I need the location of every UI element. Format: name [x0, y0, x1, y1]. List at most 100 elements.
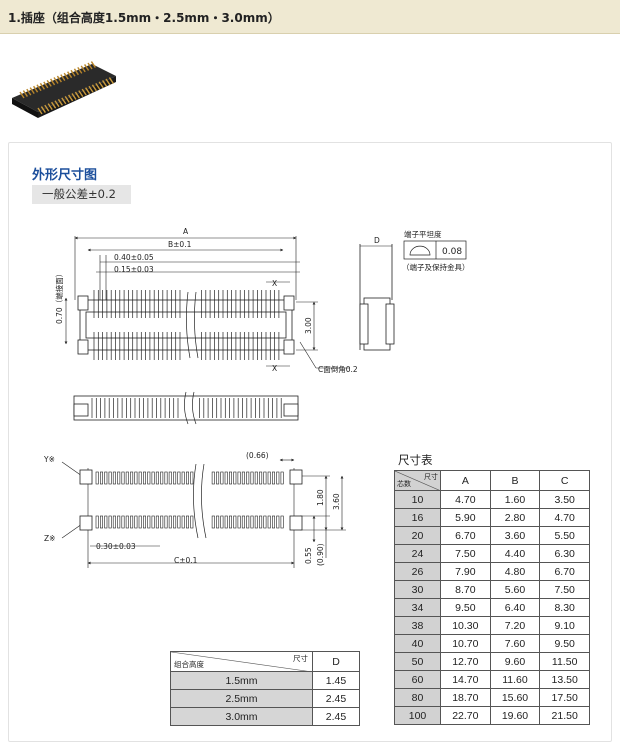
footprint-pad: [147, 471, 151, 485]
pin-stroke: [36, 84, 42, 92]
footprint-pad: [246, 515, 250, 529]
pin-stroke: [80, 65, 86, 73]
pin-stroke: [40, 106, 46, 113]
pin-count-cell: 26: [394, 562, 441, 581]
pin-stroke: [73, 68, 79, 76]
footprint-view: [79, 469, 303, 531]
pin-stroke: [22, 90, 28, 97]
pin-stroke: [87, 62, 93, 70]
footprint-pad: [216, 471, 220, 485]
size-cell: 6.30: [539, 544, 590, 563]
pin-stroke: [56, 75, 62, 83]
pin-stroke: [63, 72, 69, 80]
footprint-pad: [220, 515, 224, 529]
footprint-pad: [164, 471, 168, 485]
footprint-pad: [125, 515, 129, 529]
label-Z: Z※: [44, 534, 55, 543]
size-cell: 4.80: [489, 562, 541, 581]
pin-count-cell: 10: [394, 490, 441, 509]
size-cell: 19.60: [489, 706, 541, 725]
pin-stroke: [84, 64, 90, 71]
footprint-pad: [250, 471, 254, 485]
connector-photo: [12, 61, 116, 118]
dim-D: D: [374, 236, 380, 245]
size-cell: 4.70: [440, 490, 491, 509]
size-cell: 5.60: [489, 580, 541, 599]
pin-count-cell: 20: [394, 526, 441, 545]
footprint-pad: [168, 471, 172, 485]
pin-stroke: [46, 80, 52, 87]
footprint-pad: [121, 515, 125, 529]
pin-stroke: [98, 81, 104, 89]
dim-360: 3.60: [332, 493, 341, 510]
size-cell: 10.30: [440, 616, 491, 635]
footprint-pad: [259, 471, 263, 485]
size-cell: 7.20: [489, 616, 541, 635]
footprint-pad: [108, 515, 112, 529]
size-cell: 7.50: [440, 544, 491, 563]
footprint-pad: [168, 515, 172, 529]
footprint-pad: [151, 471, 155, 485]
footprint-pad: [151, 515, 155, 529]
pin-stroke: [50, 78, 56, 86]
section-x-top: X: [272, 279, 277, 288]
height-cell: 2.5mm: [170, 689, 313, 708]
size-cell: 6.70: [440, 526, 491, 545]
d-table-header: D: [312, 651, 360, 672]
size-cell: 18.70: [440, 688, 491, 707]
pin-stroke: [67, 71, 73, 79]
dim-B: B±0.1: [168, 240, 192, 249]
pin-stroke: [70, 69, 76, 77]
footprint-pad: [224, 515, 228, 529]
footprint-pad: [211, 515, 215, 529]
size-cell: 15.60: [489, 688, 541, 707]
footprint-pad: [271, 515, 275, 529]
pin-count-cell: 40: [394, 634, 441, 653]
footprint-pad: [276, 515, 280, 529]
dim-A: A: [183, 227, 189, 236]
footprint-pad: [254, 471, 258, 485]
size-cell: 5.90: [440, 508, 491, 527]
footprint-pad: [233, 515, 237, 529]
dim-C: C±0.1: [174, 556, 198, 565]
dim-300: 3.00: [304, 317, 313, 334]
footprint-pad: [108, 471, 112, 485]
page-header: 1.插座（组合高度1.5mm・2.5mm・3.0mm）: [0, 0, 620, 34]
size-cell: 9.50: [539, 634, 590, 653]
size-table-header: A: [440, 470, 491, 491]
pin-stroke: [43, 81, 49, 89]
pin-count-cell: 38: [394, 616, 441, 635]
footprint-pad: [216, 515, 220, 529]
pin-stroke: [74, 91, 80, 99]
size-cell: 21.50: [539, 706, 590, 725]
footprint-pad: [155, 515, 159, 529]
size-cell: 5.50: [539, 526, 590, 545]
footprint-pad: [100, 515, 104, 529]
footprint-pad: [267, 471, 271, 485]
size-cell: 14.70: [440, 670, 491, 689]
footprint-pad: [160, 471, 164, 485]
height-cell: 1.5mm: [170, 671, 313, 690]
pin-stroke: [78, 90, 84, 97]
pin-stroke: [44, 104, 50, 112]
footprint-pad: [280, 515, 284, 529]
pin-stroke: [53, 77, 59, 84]
footprint-pad: [229, 515, 233, 529]
pin-count-cell: 16: [394, 508, 441, 527]
section-x-bottom: X: [272, 364, 277, 373]
footprint-pad: [181, 515, 185, 529]
size-cell: 4.40: [489, 544, 541, 563]
footprint-pad: [177, 515, 181, 529]
footprint-pad: [143, 515, 147, 529]
footprint-pad: [229, 471, 233, 485]
footprint-pad: [173, 515, 177, 529]
footprint-pad: [138, 471, 142, 485]
size-cell: 3.50: [539, 490, 590, 509]
d-table-corner: 尺寸 组合高度: [170, 651, 313, 672]
